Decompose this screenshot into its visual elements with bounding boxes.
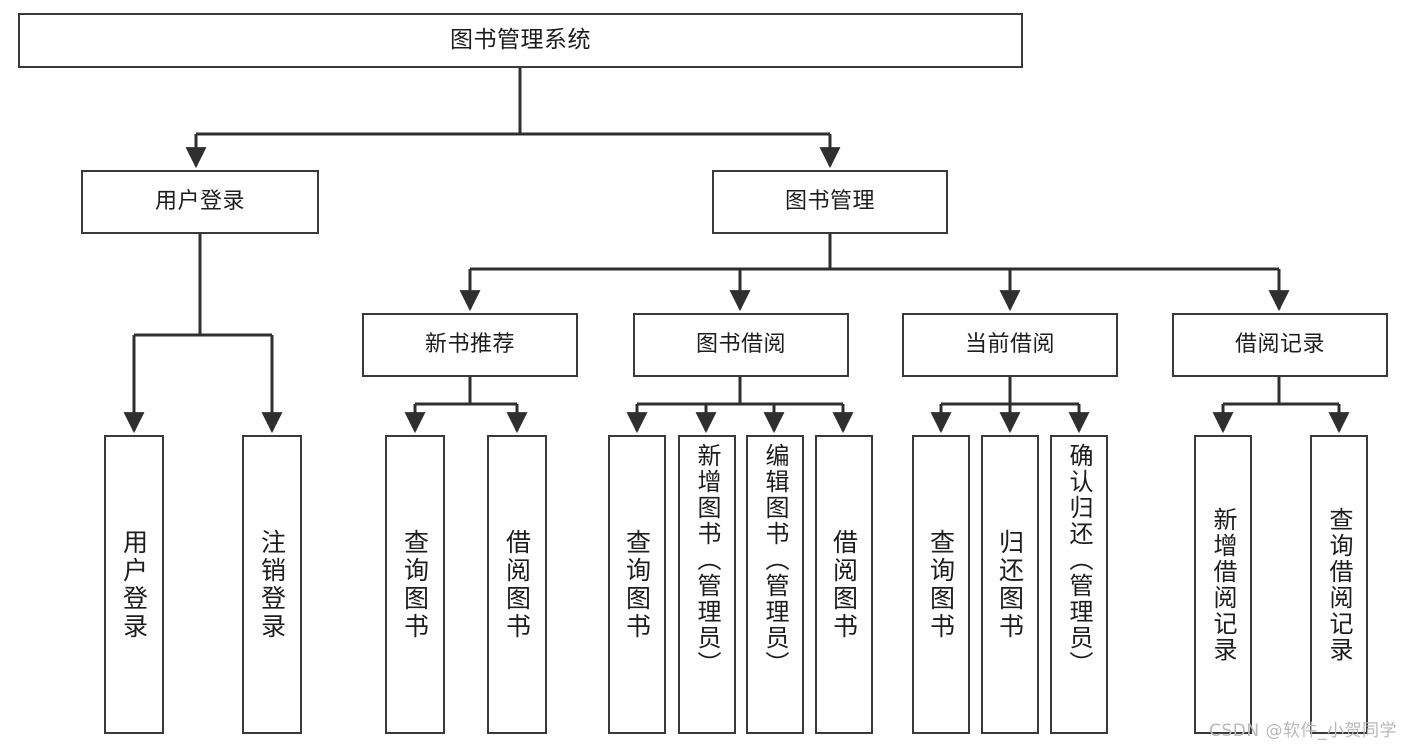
node-label: 查询图书 bbox=[926, 528, 956, 641]
leaf-query-borrow-record[interactable]: 查询借阅记录 bbox=[1310, 435, 1368, 734]
node-label: 图书借阅 bbox=[695, 332, 786, 358]
node-borrow-record[interactable]: 借阅记录 bbox=[1172, 313, 1388, 377]
node-new-book-recommend[interactable]: 新书推荐 bbox=[362, 313, 578, 377]
leaf-user-logout[interactable]: 注销登录 bbox=[242, 435, 302, 734]
node-current-borrow[interactable]: 当前借阅 bbox=[902, 313, 1118, 377]
node-label: 当前借阅 bbox=[964, 332, 1055, 358]
node-label: 查询借阅记录 bbox=[1325, 506, 1353, 663]
node-root-system[interactable]: 图书管理系统 bbox=[18, 13, 1023, 68]
leaf-user-login[interactable]: 用户登录 bbox=[104, 435, 164, 734]
node-label: 图书管理系统 bbox=[450, 26, 591, 53]
leaf-borrow-book-new[interactable]: 借阅图书 bbox=[487, 435, 547, 734]
node-label: 新增借阅记录 bbox=[1209, 506, 1237, 663]
node-label: 新增图书（管理员） bbox=[693, 443, 721, 677]
leaf-return-book[interactable]: 归还图书 bbox=[981, 435, 1039, 734]
node-label: 借阅图书 bbox=[829, 528, 859, 641]
leaf-edit-book-admin[interactable]: 编辑图书（管理员） bbox=[746, 435, 804, 734]
leaf-add-borrow-record[interactable]: 新增借阅记录 bbox=[1194, 435, 1252, 734]
node-book-manage[interactable]: 图书管理 bbox=[712, 170, 948, 234]
node-label: 查询图书 bbox=[400, 528, 430, 641]
node-label: 确认归还（管理员） bbox=[1065, 443, 1093, 677]
node-user-login[interactable]: 用户登录 bbox=[81, 170, 319, 234]
leaf-borrow-book-borrow[interactable]: 借阅图书 bbox=[815, 435, 873, 734]
node-label: 编辑图书（管理员） bbox=[761, 443, 789, 677]
leaf-query-book-borrow[interactable]: 查询图书 bbox=[608, 435, 666, 734]
node-label: 借阅记录 bbox=[1234, 332, 1325, 358]
node-book-borrow[interactable]: 图书借阅 bbox=[633, 313, 849, 377]
node-label: 注销登录 bbox=[257, 528, 287, 641]
node-label: 用户登录 bbox=[154, 189, 245, 215]
node-label: 用户登录 bbox=[119, 528, 149, 641]
leaf-query-book-current[interactable]: 查询图书 bbox=[912, 435, 970, 734]
node-label: 借阅图书 bbox=[502, 528, 532, 641]
node-label: 图书管理 bbox=[784, 189, 875, 215]
leaf-query-book-new[interactable]: 查询图书 bbox=[385, 435, 445, 734]
leaf-confirm-return-admin[interactable]: 确认归还（管理员） bbox=[1050, 435, 1108, 734]
watermark: CSDN @软件_小贺同学 bbox=[1209, 721, 1397, 741]
node-label: 新书推荐 bbox=[424, 332, 515, 358]
node-label: 查询图书 bbox=[622, 528, 652, 641]
node-label: 归还图书 bbox=[995, 528, 1025, 641]
leaf-add-book-admin[interactable]: 新增图书（管理员） bbox=[678, 435, 736, 734]
